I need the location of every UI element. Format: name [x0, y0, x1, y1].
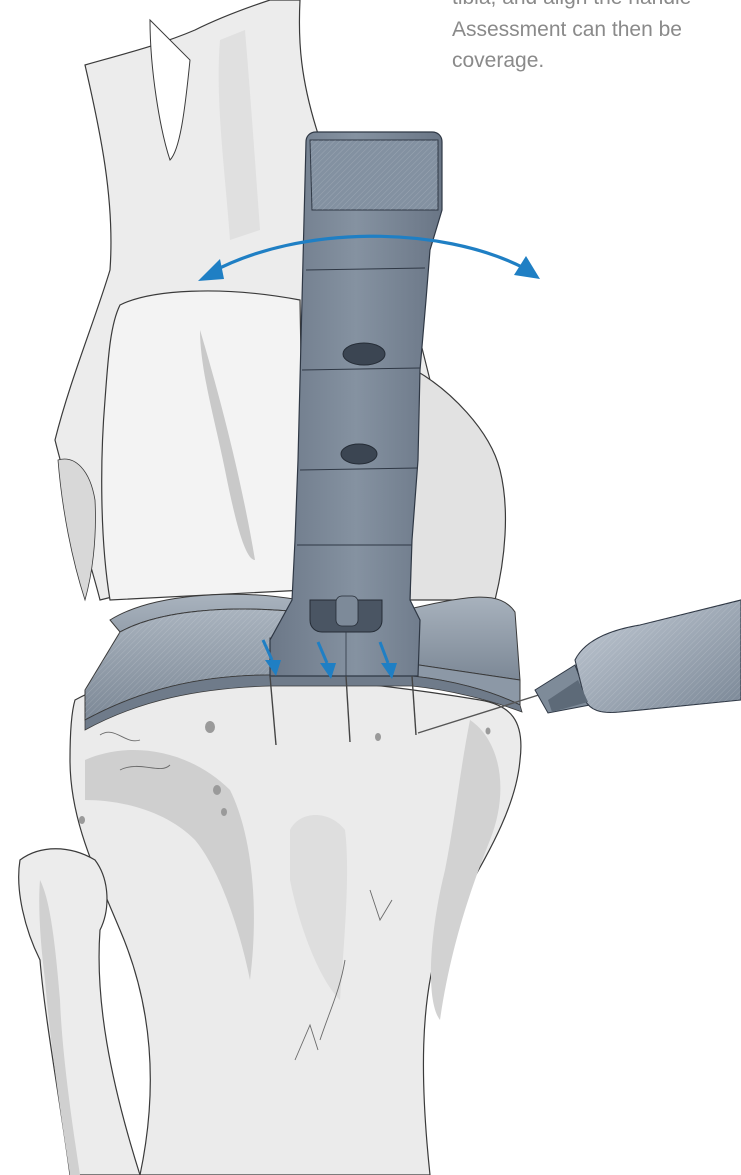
handle-slot-post — [336, 596, 358, 626]
condyle-left-shadow — [58, 459, 95, 600]
tibia-hole — [205, 721, 215, 733]
femur-medial-condyle — [102, 291, 305, 600]
femur-lateral-condyle — [410, 370, 505, 600]
femur — [55, 0, 505, 600]
tibia — [70, 670, 521, 1175]
handle-top-cap-hatch — [310, 140, 438, 210]
tibia-hole — [79, 816, 85, 824]
handle-hole-upper — [343, 343, 385, 365]
handle-hole-lower — [341, 444, 377, 464]
tibia-hole — [221, 808, 227, 816]
tibia-hole — [375, 733, 381, 741]
tibia-hole — [486, 728, 491, 735]
tibia-hole — [213, 785, 221, 795]
driver-body-hatch — [575, 600, 741, 713]
